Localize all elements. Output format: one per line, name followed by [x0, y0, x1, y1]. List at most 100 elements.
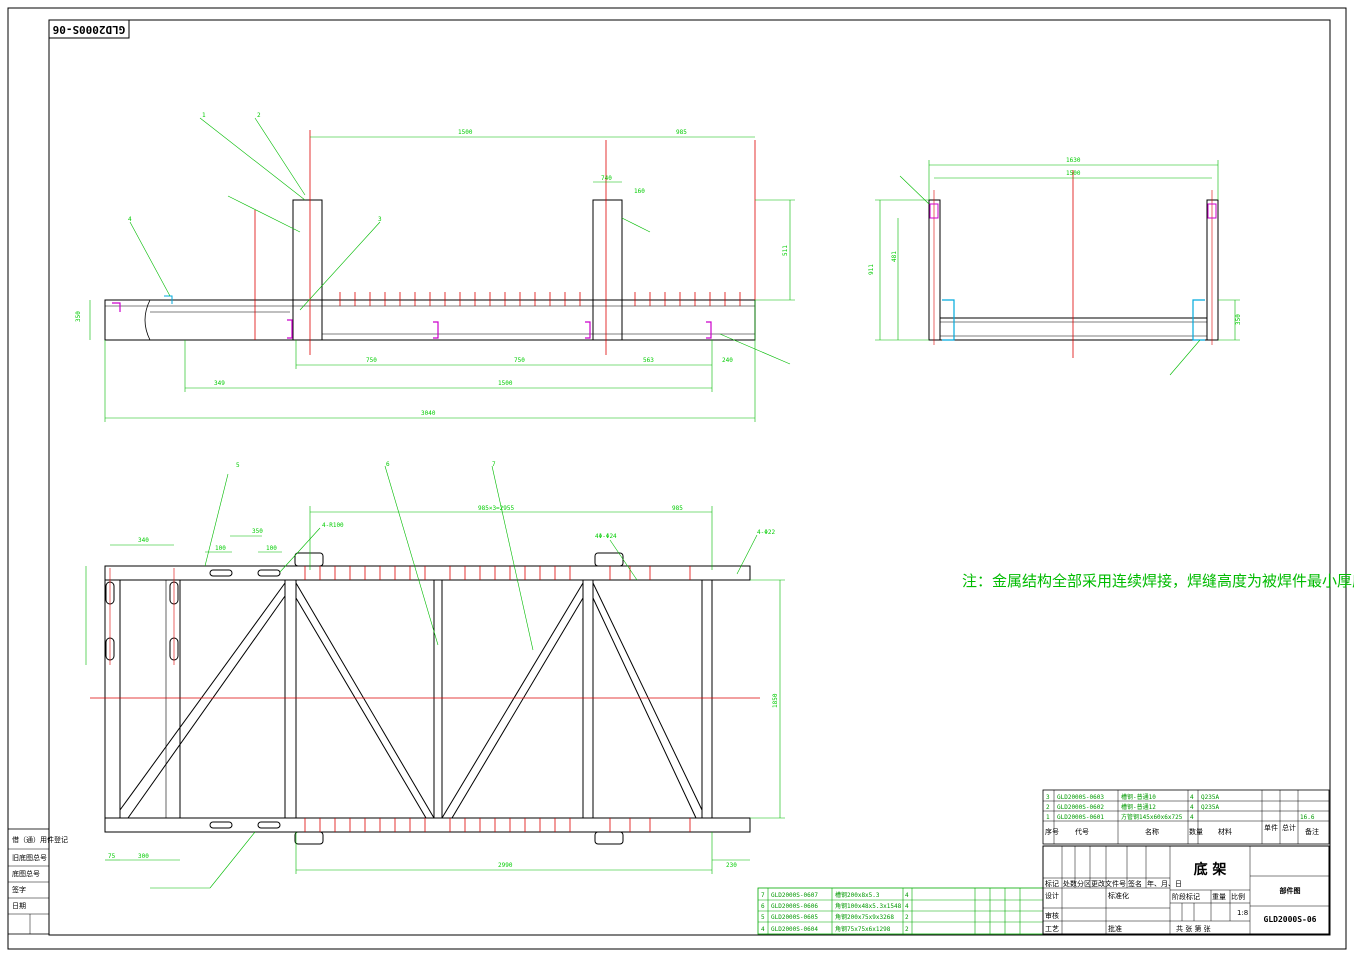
- drawing-number: GLD2000S-06: [1264, 915, 1317, 924]
- header-qty: 数量: [1189, 827, 1203, 836]
- plower-1-no: 6: [761, 903, 765, 910]
- callout-5: 5: [236, 462, 240, 469]
- parts-list-upper: 3 GLD2000S-0603 槽钢-普通10 4 Q235A 2 GLD200…: [1042, 789, 1330, 845]
- dim-985: 985: [676, 129, 687, 136]
- left-register-strip: 借（通）用件登记 旧底图总号 底图总号 签字 日期: [7, 828, 68, 935]
- pupper-1-qty: 4: [1190, 804, 1194, 811]
- callout-4: 4: [128, 216, 132, 223]
- dim-2990: 2990: [498, 862, 513, 869]
- dim-230: 230: [726, 862, 737, 869]
- dim-1630: 1630: [1066, 157, 1081, 164]
- header-weight: 单件: [1264, 823, 1278, 832]
- dim-1500-side: 1500: [1066, 170, 1081, 177]
- strip-date: 日期: [12, 902, 26, 910]
- dim-350-left: 350: [75, 311, 82, 322]
- dim-563: 563: [643, 357, 654, 364]
- pupper-1-material: Q235A: [1201, 804, 1219, 811]
- pupper-0-code: GLD2000S-0603: [1057, 794, 1104, 801]
- pupper-2-no: 1: [1046, 814, 1050, 821]
- header-code: 代号: [1075, 827, 1089, 836]
- hole-label-phi22: 4-Φ22: [757, 529, 775, 536]
- tb-role-approve: 批准: [1108, 924, 1122, 933]
- dim-481: 481: [891, 251, 898, 262]
- dim-160: 160: [634, 188, 645, 195]
- plan-view: 985×3=2955 985 350 100 100 340 300 75 29…: [85, 461, 785, 889]
- tb-label-zone: 分区: [1077, 879, 1091, 888]
- plower-2-no: 5: [761, 914, 765, 921]
- header-name: 名称: [1145, 827, 1159, 836]
- strip-base-number: 底图总号: [12, 869, 40, 878]
- tb-label-change: 更改文件号: [1091, 879, 1126, 888]
- tb-label-mark: 标记: [1045, 879, 1059, 888]
- header-total: 总计: [1282, 823, 1296, 832]
- dim-740: 740: [601, 175, 612, 182]
- plower-1-name: 角钢100x48x5.3x1548: [835, 902, 902, 910]
- plower-0-no: 7: [761, 892, 765, 899]
- dim-911: 911: [868, 264, 875, 275]
- parts-list-lower: 7 GLD2000S-0607 槽钢200x8x5.3 4 6 GLD2000S…: [757, 887, 1044, 935]
- tb-role-standard: 标准化: [1108, 891, 1129, 900]
- pupper-2-code: GLD2000S-0601: [1057, 814, 1104, 821]
- inner-border: [48, 19, 1331, 936]
- side-view: 1630 1500 911 481 350: [868, 157, 1242, 376]
- dim-750-b: 750: [514, 357, 525, 364]
- parts-lower-row: 5 GLD2000S-0605 角钢200x75x9x3268 2: [761, 913, 909, 921]
- drawing-number-stamp: GLD2000S-06: [48, 19, 130, 39]
- pupper-1-no: 2: [1046, 804, 1050, 811]
- dim-350-side: 350: [1235, 314, 1242, 325]
- hole-label-r100: 4-R100: [322, 522, 344, 529]
- tb-role-review: 审核: [1045, 911, 1059, 920]
- strip-sign: 签字: [12, 885, 26, 894]
- outer-border: [7, 7, 1347, 950]
- callout-3: 3: [378, 216, 382, 223]
- tb-role-design: 设计: [1045, 891, 1059, 900]
- dim-350-plan: 350: [252, 528, 263, 535]
- tb-weight: 重量: [1212, 893, 1226, 901]
- pupper-2-name: 方管钢145x60x6x725: [1121, 813, 1183, 821]
- tb-stage: 阶段标记: [1172, 892, 1200, 901]
- parts-lower-row: 4 GLD2000S-0604 角钢75x75x6x1298 2: [761, 925, 909, 933]
- tb-label-sign: 签名: [1128, 879, 1142, 888]
- pupper-1-name: 槽钢-普通12: [1121, 803, 1156, 811]
- strip-old-number: 旧底图总号: [12, 853, 47, 862]
- tb-label-count: 处数: [1063, 879, 1077, 888]
- stamp-text: GLD2000S-06: [52, 23, 125, 36]
- plower-2-name: 角钢200x75x9x3268: [835, 913, 894, 921]
- dim-100-b: 100: [266, 545, 277, 552]
- part-name: 底 架: [1194, 861, 1227, 878]
- dim-340: 340: [138, 537, 149, 544]
- tb-sheet-info: 共 张 第 张: [1176, 924, 1211, 933]
- pupper-2-qty: 4: [1190, 814, 1194, 821]
- dim-240: 240: [722, 357, 733, 364]
- elevation-view: 1500 985 740 750 750 563 240 349 1500 30…: [75, 112, 795, 422]
- dim-1500-bottom: 1500: [498, 380, 513, 387]
- pupper-1-code: GLD2000S-0602: [1057, 804, 1104, 811]
- dim-100-a: 100: [215, 545, 226, 552]
- pupper-0-no: 3: [1046, 794, 1050, 801]
- general-note: 注：金属结构全部采用连续焊接，焊缝高度为被焊件最小厚度。: [962, 572, 1354, 590]
- dim-3040: 3040: [421, 410, 436, 417]
- dim-1850: 1850: [772, 693, 779, 708]
- drawing-type: 部件图: [1280, 886, 1301, 895]
- scale-value: 1:8: [1237, 909, 1248, 917]
- strip-register: 借（通）用件登记: [12, 835, 68, 844]
- plower-3-no: 4: [761, 926, 765, 933]
- hole-label-phi24: 4Φ-Φ24: [595, 533, 617, 540]
- title-block: 底 架 部件图 GLD2000S-06 1:8 标记 处数 分区 更改文件号 签…: [1042, 845, 1330, 935]
- plower-0-name: 槽钢200x8x5.3: [835, 891, 880, 899]
- plower-0-code: GLD2000S-0607: [771, 892, 818, 899]
- dim-750-a: 750: [366, 357, 377, 364]
- callout-1: 1: [202, 112, 206, 119]
- pupper-0-material: Q235A: [1201, 794, 1219, 801]
- plower-0-qty: 4: [905, 892, 909, 899]
- plower-3-code: GLD2000S-0604: [771, 926, 818, 933]
- dim-300: 300: [138, 853, 149, 860]
- dim-349: 349: [214, 380, 225, 387]
- plower-1-code: GLD2000S-0606: [771, 903, 818, 910]
- callout-7: 7: [492, 461, 496, 468]
- dim-985-plan: 985: [672, 505, 683, 512]
- pupper-0-name: 槽钢-普通10: [1121, 793, 1156, 801]
- tb-role-process: 工艺: [1045, 925, 1059, 933]
- tb-scale-label: 比例: [1231, 892, 1245, 901]
- callout-6: 6: [386, 461, 390, 468]
